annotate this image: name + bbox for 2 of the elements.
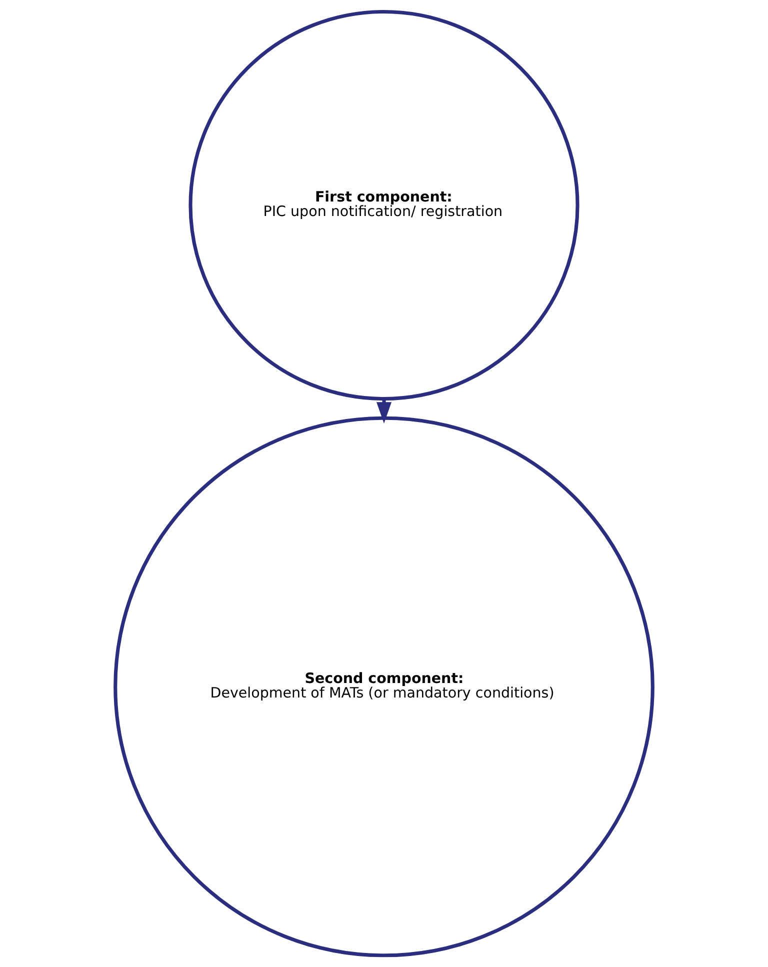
node-circle: Second component: Development of MATs (or mandatory conditions)	[114, 416, 654, 958]
node-circle: First component: PIC upon notification/ registration	[188, 10, 580, 401]
